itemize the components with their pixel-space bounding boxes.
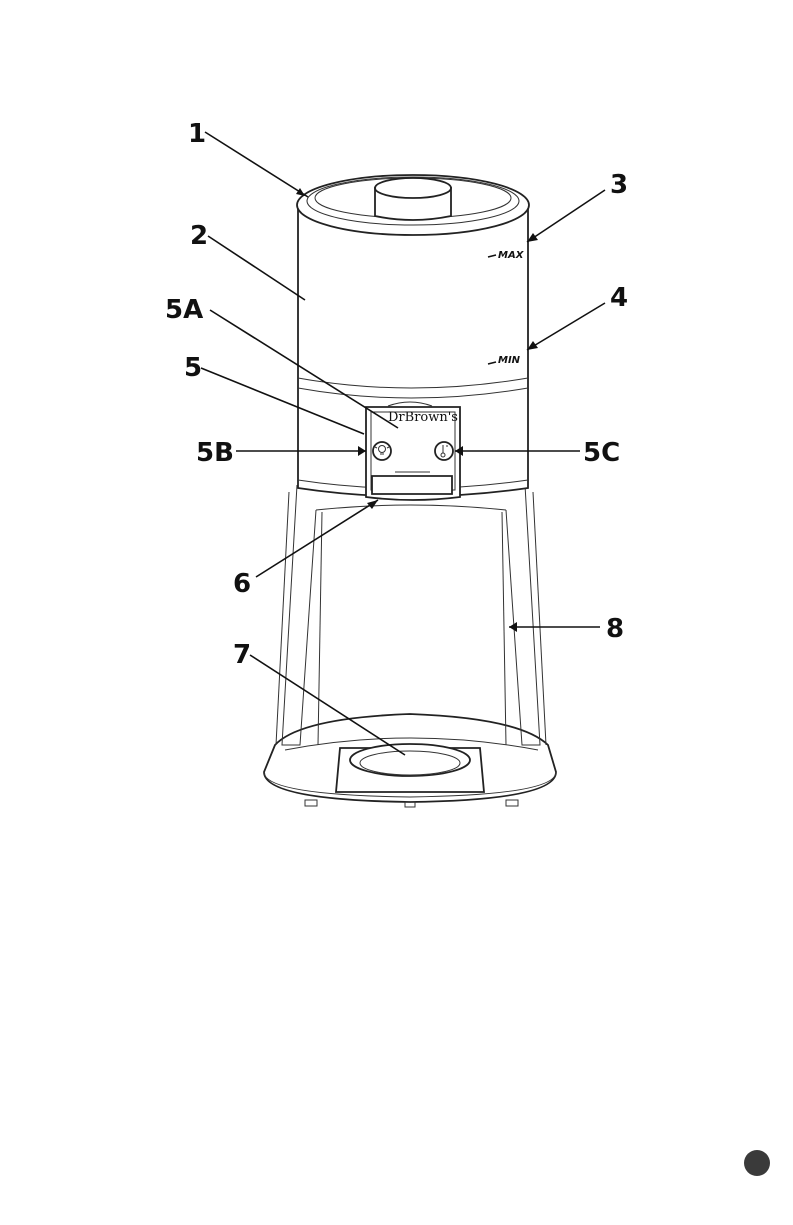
lightbulb-icon[interactable]: [373, 441, 391, 460]
min-mark: MIN: [498, 355, 521, 366]
callout-5a: 5A: [165, 295, 203, 325]
callout-2: 2: [190, 221, 208, 251]
callout-6: 6: [233, 569, 251, 599]
callout-3: 3: [610, 170, 628, 200]
brand-logo: DrBrown's: [388, 410, 458, 425]
side-frame: [276, 485, 546, 745]
callout-5b: 5B: [196, 438, 234, 468]
arrowhead-8: [509, 622, 517, 632]
arrowhead-6: [367, 500, 378, 509]
callout-5: 5: [184, 353, 202, 383]
callout-8: 8: [606, 614, 624, 644]
callout-7: 7: [233, 640, 251, 670]
page-indicator-dot: [744, 1150, 770, 1176]
callout-1: 1: [188, 119, 206, 149]
thermometer-icon[interactable]: [435, 442, 453, 460]
max-mark: MAX: [498, 250, 525, 261]
callout-5c: 5C: [583, 438, 620, 468]
arrowhead-1: [296, 188, 305, 196]
callout-4: 4: [610, 283, 628, 313]
dispenser-spout: [372, 472, 452, 494]
leader-4: [527, 303, 605, 350]
bottle-plate: [336, 744, 484, 792]
leader-1: [205, 132, 308, 197]
lid: [297, 175, 529, 235]
leader-6: [256, 500, 378, 577]
leader-3: [527, 190, 605, 242]
leader-2: [208, 236, 305, 300]
